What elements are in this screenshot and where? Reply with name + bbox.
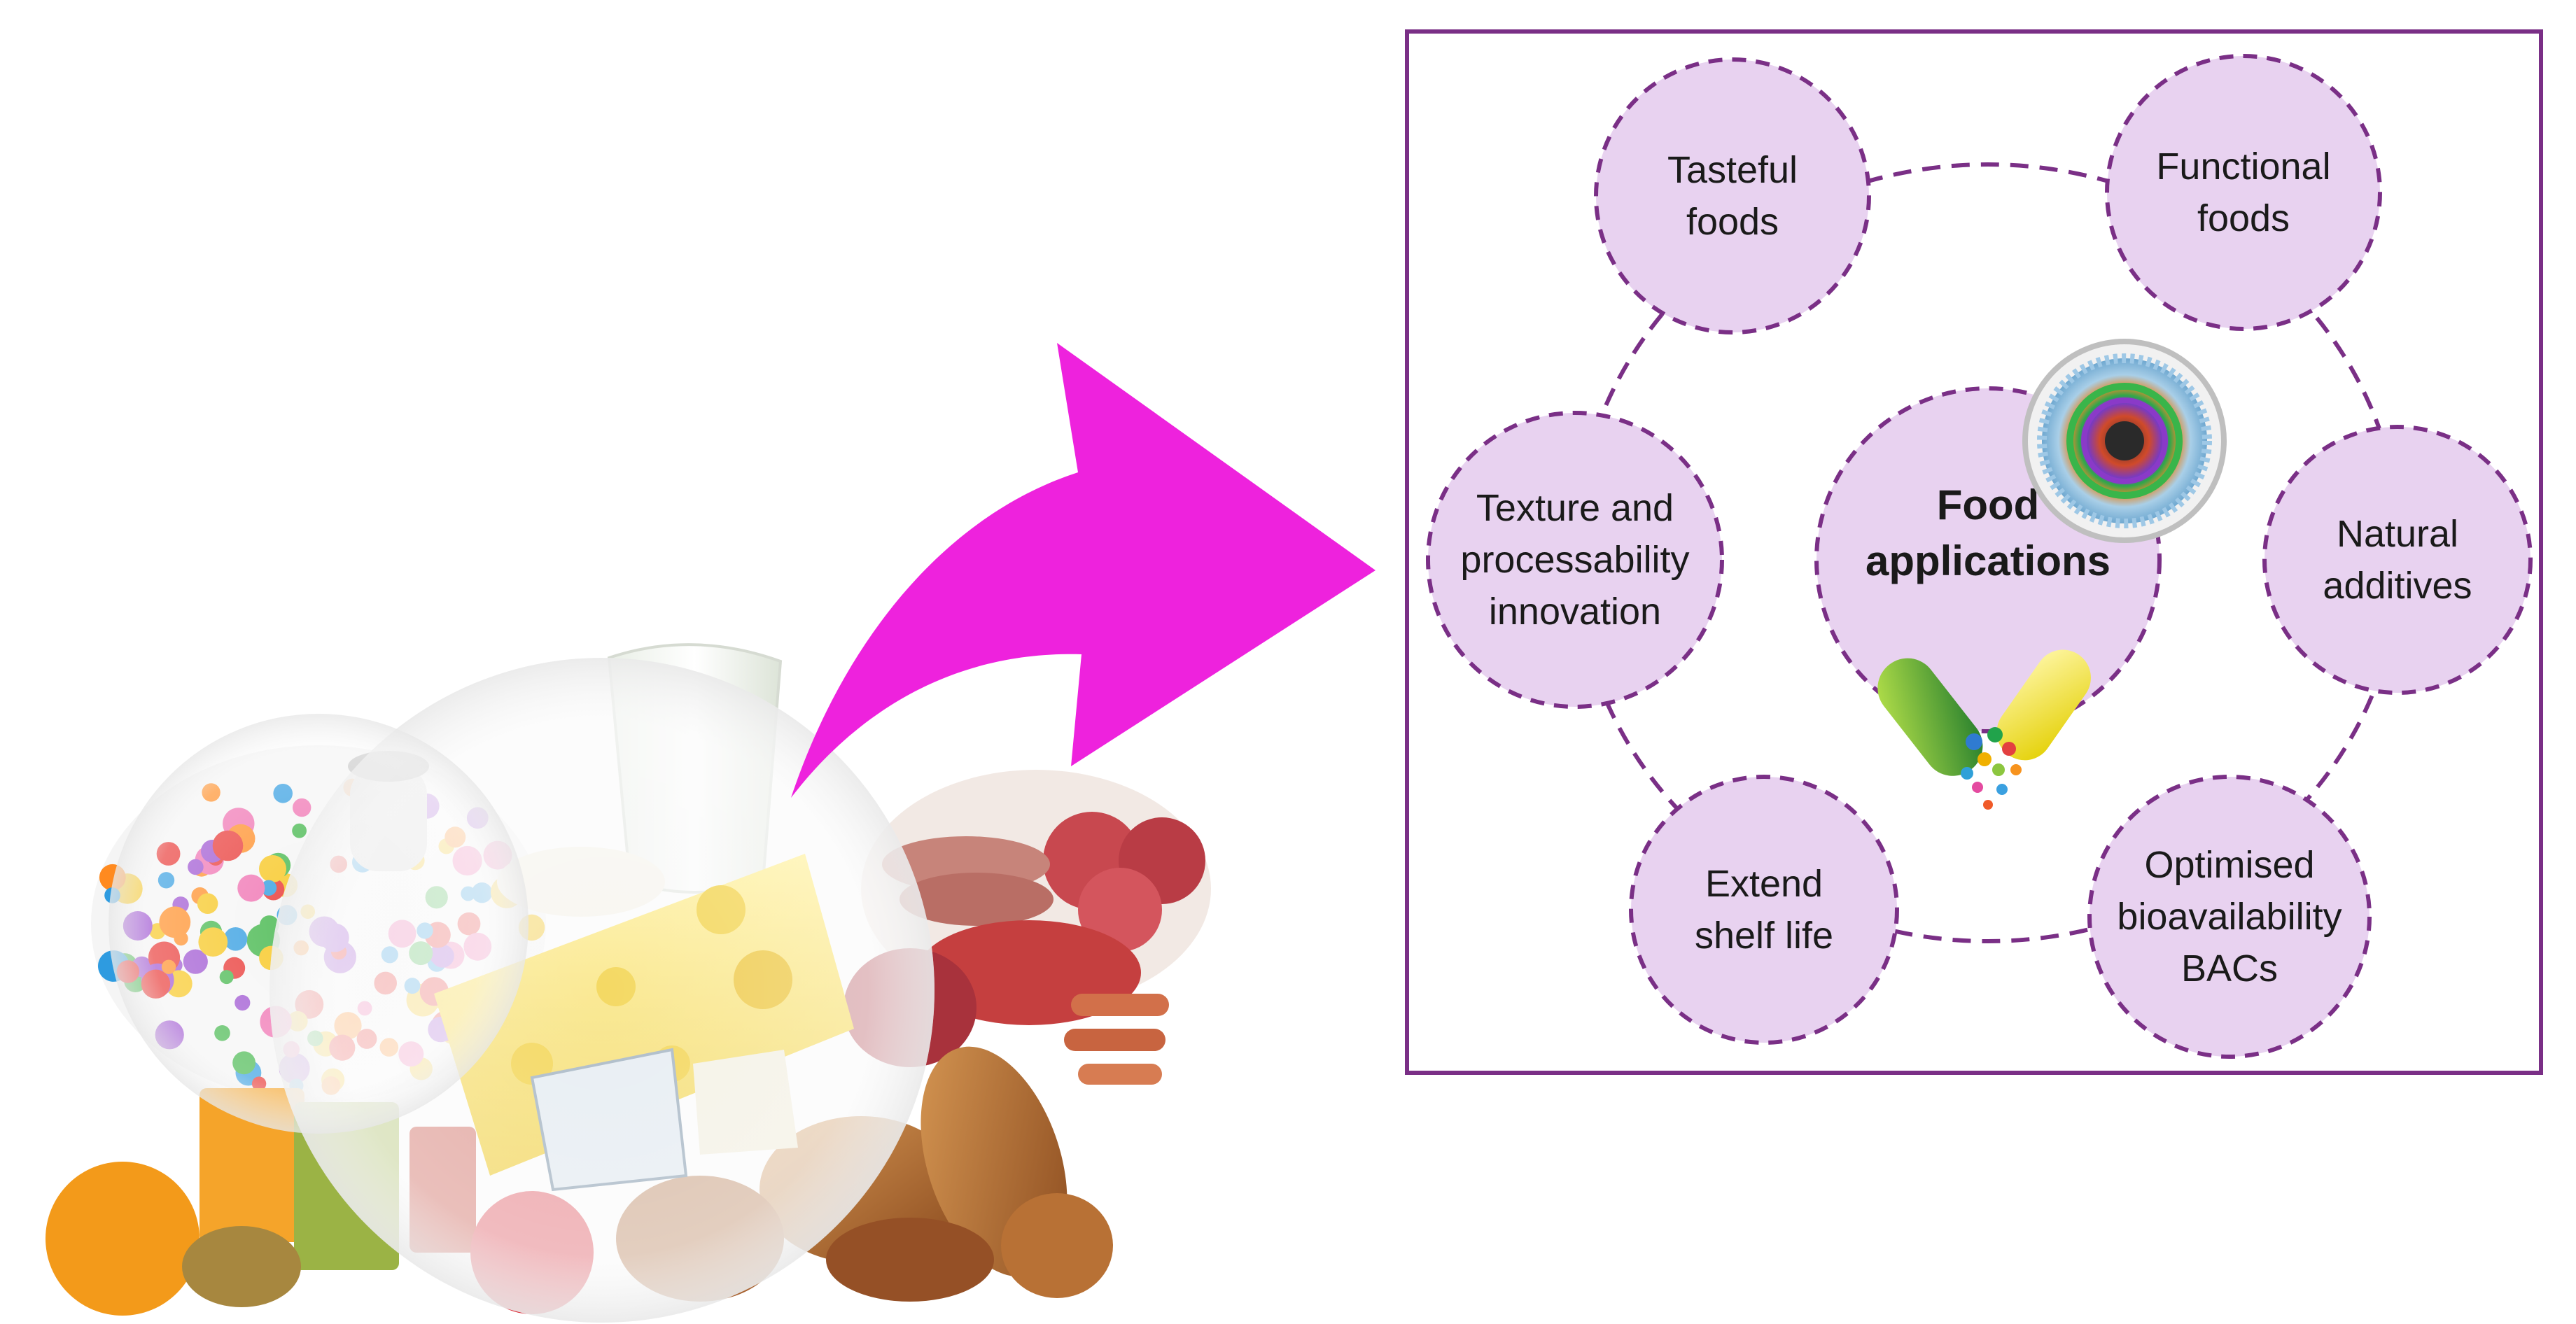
nanocarrier-icon (2022, 339, 2227, 543)
node-label-line: Extend (1705, 863, 1823, 905)
node-label-line: additives (2323, 565, 2472, 607)
node-label-line: innovation (1489, 591, 1661, 633)
node-label-line: Texture and (1476, 487, 1674, 529)
node-texture: Texture and processability innovation (1426, 411, 1724, 709)
node-circle (1426, 411, 1724, 709)
node-circle (1629, 775, 1899, 1045)
center-label-line-2: applications (1865, 537, 2110, 584)
node-label-line: Tasteful (1667, 149, 1798, 191)
node-label-line: Natural (2337, 513, 2458, 555)
arrow-icon (791, 343, 1376, 798)
node-label-line: shelf life (1695, 915, 1833, 957)
node-label-line: processability (1460, 539, 1689, 581)
node-tasteful: Tasteful foods (1594, 57, 1871, 334)
node-functional: Functional foods (2105, 54, 2382, 331)
node-natural: Natural additives (2262, 425, 2533, 695)
center-label-line-1: Food (1937, 481, 2040, 528)
node-circle (2087, 775, 2372, 1059)
node-circle (2105, 54, 2382, 331)
node-label-line: BACs (2181, 948, 2278, 990)
candy-bubble (108, 714, 528, 1134)
node-circle (2262, 425, 2533, 695)
node-circle (1594, 57, 1871, 334)
food-illustration (46, 643, 1211, 1323)
capsule-icon (1877, 649, 2091, 810)
node-label-line: bioavailability (2117, 896, 2342, 938)
node-label-line: foods (1686, 201, 1779, 243)
node-label-line: Functional (2156, 146, 2330, 188)
node-shelf: Extend shelf life (1629, 775, 1899, 1045)
node-label-line: Optimised (2144, 844, 2314, 886)
node-label-line: foods (2197, 197, 2290, 239)
center-node: Food applications (1814, 339, 2227, 810)
